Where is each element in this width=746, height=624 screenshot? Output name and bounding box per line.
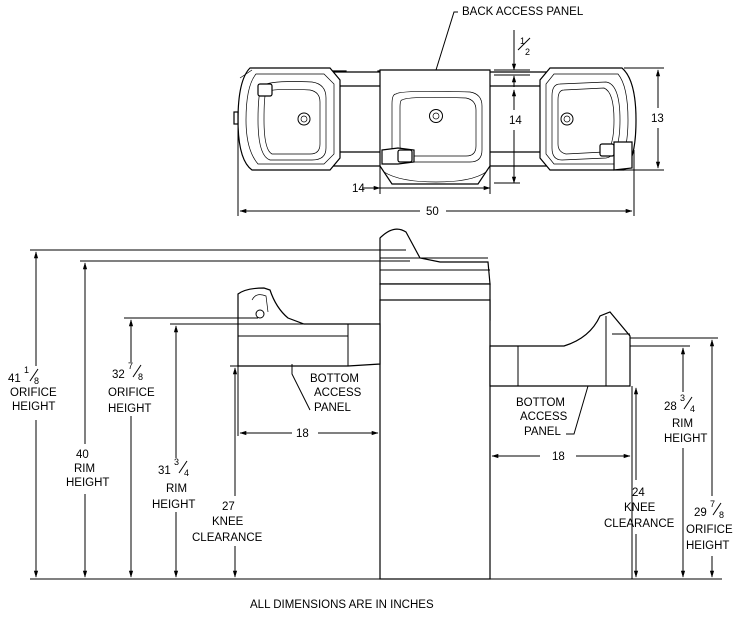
dim-29-7-8: 29 7 8 ORIFICE HEIGHT (686, 339, 733, 578)
dim-14-horizontal-label: 14 (352, 183, 365, 195)
h41-label-1: ORIFICE (10, 387, 57, 399)
h32-whole: 32 (112, 369, 125, 381)
h31-whole: 31 (158, 465, 171, 477)
h32-label-2: HEIGHT (108, 403, 151, 415)
dim-14-vertical-label: 14 (509, 115, 522, 127)
h41-label-2: HEIGHT (12, 401, 55, 413)
plan-center-basin (379, 69, 491, 185)
plan-view: BACK ACCESS PANEL 1 2 14 13 (233, 6, 664, 218)
back-access-panel-leader (435, 11, 458, 71)
dim-18-left-label: 18 (296, 428, 309, 440)
elevation-view: 41 1 8 ORIFICE HEIGHT 40 RIM HEIGHT 32 7… (8, 228, 733, 580)
h41-whole: 41 (8, 373, 21, 385)
dim-40: 40 RIM HEIGHT (66, 262, 109, 578)
h29-label-2: HEIGHT (686, 540, 729, 552)
pedestal (379, 228, 491, 580)
h31-label-2: HEIGHT (152, 499, 195, 511)
dim-28-3-4: 28 3 4 RIM HEIGHT (664, 347, 707, 578)
h40-value: 40 (76, 449, 89, 461)
back-access-panel-label: BACK ACCESS PANEL (462, 6, 584, 18)
h28-den: 4 (690, 404, 695, 414)
h24-value: 24 (632, 487, 645, 499)
footer-note: ALL DIMENSIONS ARE IN INCHES (250, 599, 434, 611)
h29-whole: 29 (694, 507, 707, 519)
h41-num: 1 (24, 365, 29, 375)
h28-label-2: HEIGHT (664, 433, 707, 445)
h24-label-2: CLEARANCE (604, 518, 675, 530)
dim-50: 50 (237, 120, 635, 218)
bap-left-2: ACCESS (314, 387, 362, 399)
h32-num: 7 (128, 361, 133, 371)
h32-label-1: ORIFICE (108, 387, 155, 399)
bottom-access-panel-right: BOTTOM ACCESS PANEL (516, 385, 589, 438)
h28-label-1: RIM (672, 418, 693, 430)
h27-label-2: CLEARANCE (192, 532, 263, 544)
h41-den: 8 (34, 376, 39, 386)
dim-13: 13 (624, 67, 664, 171)
dim-31-3-4: 31 3 4 RIM HEIGHT (152, 325, 195, 578)
h31-den: 4 (184, 468, 189, 478)
h29-label-1: ORIFICE (686, 524, 733, 536)
dim-32-7-8: 32 7 8 ORIFICE HEIGHT (108, 319, 155, 578)
dim-27: 27 KNEE CLEARANCE (192, 367, 263, 578)
dim-half-num: 1 (520, 36, 525, 46)
h29-num: 7 (710, 499, 715, 509)
dim-50-label: 50 (426, 206, 439, 218)
plan-left-basin (233, 67, 341, 171)
h29-den: 8 (719, 510, 724, 520)
bap-right-1: BOTTOM (516, 397, 565, 409)
dim-18-right: 18 (491, 386, 633, 579)
elevation-right-basin (489, 311, 631, 387)
h40-label-2: HEIGHT (66, 477, 109, 489)
elevation-left-basin (237, 287, 381, 367)
h27-value: 27 (222, 501, 235, 513)
h24-label-1: KNEE (624, 502, 656, 514)
dim-18-right-label: 18 (552, 451, 565, 463)
dim-half-den: 2 (525, 47, 530, 57)
dim-14-vertical: 14 (494, 89, 522, 184)
plan-right-basin (539, 67, 637, 171)
dim-14-horizontal: 14 (352, 166, 491, 195)
h40-label-1: RIM (74, 463, 95, 475)
dim-41-1-8: 41 1 8 ORIFICE HEIGHT (8, 251, 57, 578)
dim-13-label: 13 (651, 113, 664, 125)
bap-left-3: PANEL (314, 402, 351, 414)
dim-18-left: 18 (237, 366, 381, 440)
dim-24: 24 KNEE CLEARANCE (604, 387, 675, 578)
bap-right-2: ACCESS (520, 411, 568, 423)
h28-whole: 28 (664, 401, 677, 413)
bap-right-3: PANEL (524, 426, 561, 438)
dim-half-inch: 1 2 (494, 30, 531, 87)
bap-left-1: BOTTOM (310, 373, 359, 385)
h32-den: 8 (138, 372, 143, 382)
h28-num: 3 (680, 393, 685, 403)
bottom-access-panel-left: BOTTOM ACCESS PANEL (291, 364, 362, 414)
h31-num: 3 (174, 457, 179, 467)
h27-label-1: KNEE (212, 516, 244, 528)
h31-label-1: RIM (166, 483, 187, 495)
